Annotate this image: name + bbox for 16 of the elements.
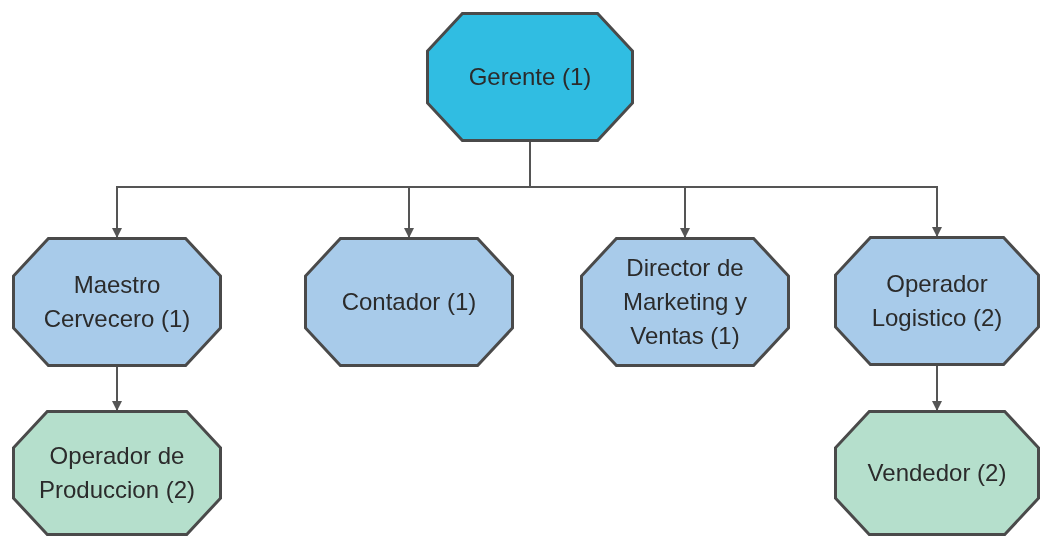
octagon-node	[304, 237, 514, 367]
octagon-node	[12, 410, 222, 536]
node-label: Contador (1)	[341, 286, 477, 317]
octagon-node	[426, 12, 634, 142]
node-label: Operador de Produccion (2)	[37, 440, 197, 505]
node-label: Director de Marketing y Ventas (1)	[621, 252, 748, 352]
octagon-node	[12, 237, 222, 367]
node-label: Vendedor (2)	[867, 457, 1007, 488]
connector-arrow	[932, 365, 942, 411]
octagon-node	[580, 237, 790, 367]
node-label: Operador Logistico (2)	[870, 268, 1004, 333]
node-label: Gerente (1)	[468, 61, 592, 92]
octagon-node	[834, 236, 1040, 366]
octagon-node	[834, 410, 1040, 536]
connector-arrow	[112, 366, 122, 411]
node-label: Maestro Cervecero (1)	[42, 269, 192, 334]
